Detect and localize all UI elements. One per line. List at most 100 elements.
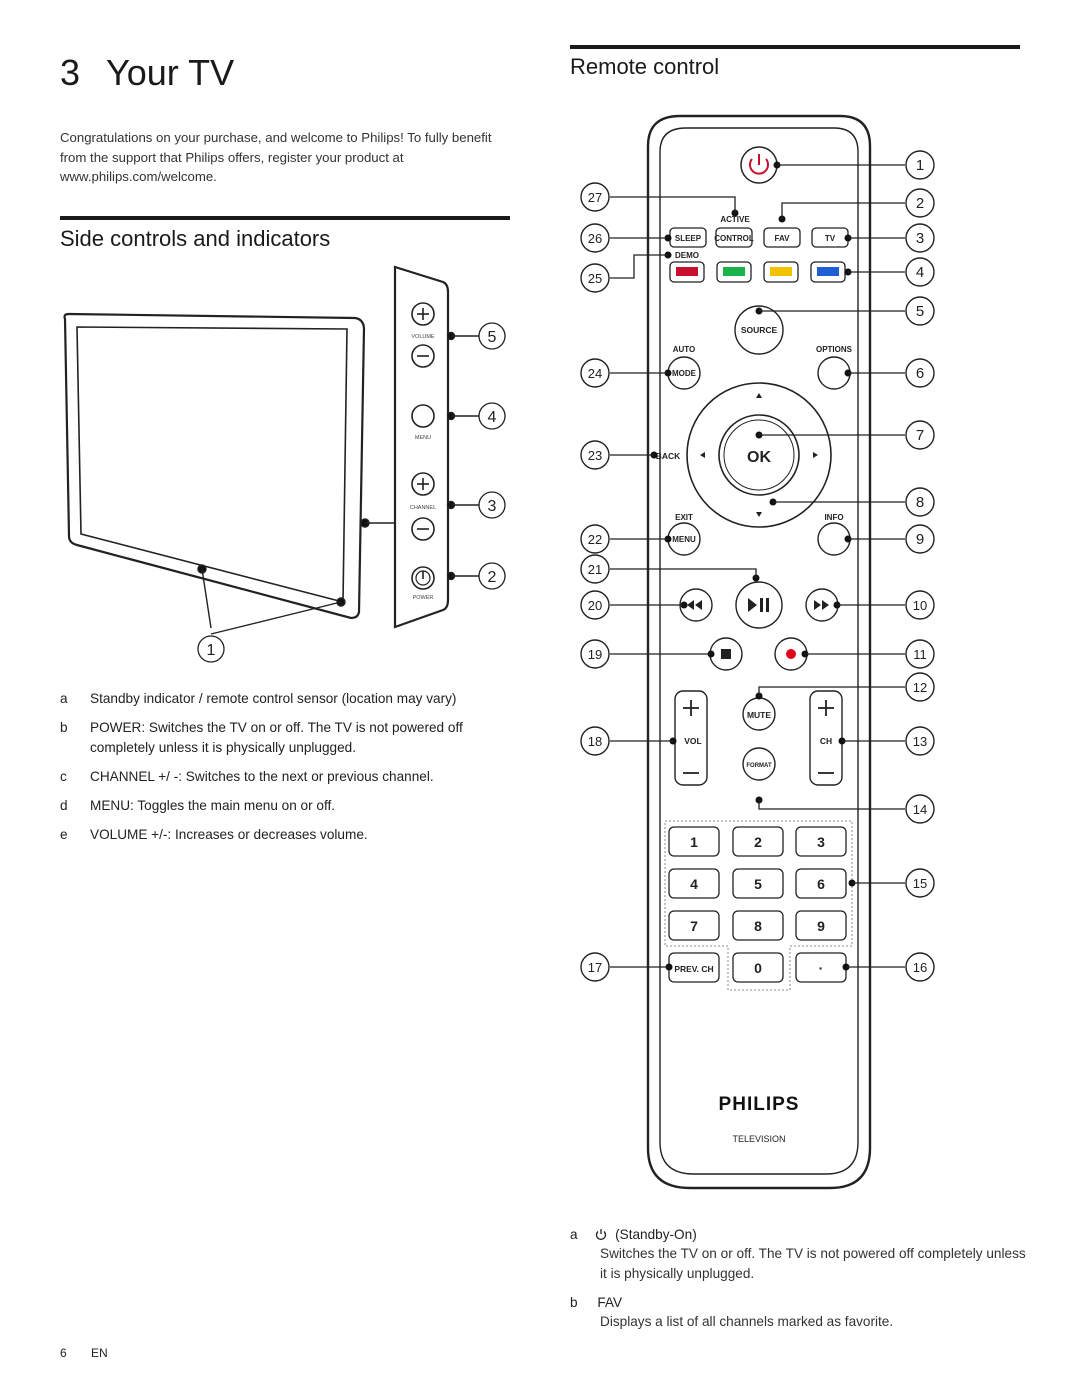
arrow-right-icon[interactable] [813,452,818,458]
digit-8-button[interactable] [732,910,784,941]
vol-rocker[interactable] [674,690,708,786]
digit-7-button[interactable] [668,910,720,941]
item-label: FAV [597,1295,623,1310]
callout-10: 10 [913,598,927,613]
callout-6: 6 [916,365,924,382]
digit-2: 2 [754,834,762,850]
format-button[interactable] [742,747,776,781]
item-text: VOLUME +/-: Increases or decreases volum… [90,827,368,842]
item-letter: a [60,691,68,706]
item-label: (Standby-On) [615,1227,697,1242]
callout-23: 23 [588,448,602,463]
mode-label: MODE [672,369,697,378]
callout-19: 19 [588,647,602,662]
play-pause-button[interactable] [735,581,783,629]
source-label: SOURCE [741,325,778,335]
fast-forward-icon [814,600,829,610]
item-text: CHANNEL +/ -: Switches to the next or pr… [90,769,434,784]
options-label: OPTIONS [816,345,853,354]
arrow-up-icon[interactable] [756,393,762,398]
section-rule [60,216,510,220]
side-item-b: b POWER: Switches the TV on or off. The … [60,718,520,758]
item-letter: b [570,1295,578,1310]
chapter-title: Your TV [106,52,235,93]
arrow-left-icon[interactable] [700,452,705,458]
power-icon [749,158,769,175]
dot-key: · [819,960,824,976]
record-icon [786,649,796,659]
demo-label: DEMO [675,251,699,260]
ok-label: OK [747,449,771,466]
remote-item-a: a (Standby-On) [570,1225,697,1245]
source-button[interactable] [734,305,784,355]
format-label: FORMAT [746,763,772,769]
philips-logo: PHILIPS [719,1094,800,1115]
rewind-icon [687,600,702,610]
side-item-a: a Standby indicator / remote control sen… [60,689,520,709]
callout-24: 24 [588,366,602,381]
callout-20: 20 [588,598,602,613]
digit-8: 8 [754,918,762,934]
info-label: INFO [824,513,843,522]
callout-3: 3 [916,230,924,247]
digit-5-button[interactable] [732,868,784,899]
item-text: Standby indicator / remote control senso… [90,691,457,706]
callout-15: 15 [913,876,927,891]
item-letter: e [60,827,68,842]
panel-label-channel: CHANNEL [410,505,436,511]
callout-22: 22 [588,532,602,547]
chapter-heading: 3 Your TV [60,52,234,94]
panel-label-volume: VOLUME [411,334,435,340]
item-text: MENU: Toggles the main menu on or off. [90,798,336,813]
callout-16: 16 [913,960,927,975]
item-letter: b [60,720,68,735]
mute-label: MUTE [747,710,771,720]
digit-6-button[interactable] [795,868,847,899]
remote-control-title: Remote control [570,54,720,79]
panel-label-power: POWER [413,595,434,601]
callout-5: 5 [916,303,924,320]
control-label: CONTROL [714,234,754,243]
television-label: TELEVISION [732,1134,785,1144]
vol-label: VOL [684,736,701,746]
digit-3-button[interactable] [795,826,847,857]
digit-2-button[interactable] [732,826,784,857]
callout-8: 8 [916,494,924,511]
callout-2: 2 [916,195,924,212]
digit-1-button[interactable] [668,826,720,857]
item-letter: c [60,769,67,784]
digit-9-button[interactable] [795,910,847,941]
digit-7: 7 [690,918,698,934]
auto-label: AUTO [673,345,696,354]
chapter-number: 3 [60,52,81,93]
page-number: 6 [60,1346,67,1360]
fav-button[interactable] [763,227,801,248]
callout-13: 13 [913,734,927,749]
callout-1: 1 [916,157,924,174]
sleep-label: SLEEP [675,234,702,243]
callout-14: 14 [913,802,927,817]
callout-27: 27 [588,190,602,205]
callout-7: 7 [916,427,924,444]
digit-5: 5 [754,876,762,892]
side-callout-1: 1 [207,642,216,659]
intro-text: Congratulations on your purchase, and we… [60,130,492,184]
callout-12: 12 [913,680,927,695]
section-rule [570,45,1020,49]
prev-ch-label: PREV. CH [674,964,713,974]
exit-label: EXIT [675,513,693,522]
side-callout-4: 4 [488,409,497,426]
tv-label: TV [825,234,836,243]
side-callout-3: 3 [488,498,497,515]
side-callout-5: 5 [488,329,497,346]
active-control-button[interactable] [715,227,753,248]
remote-item-b-desc: Displays a list of all channels marked a… [600,1314,894,1329]
stop-icon [721,649,731,659]
item-text: POWER: Switches the TV on or off. The TV… [90,720,463,755]
remote-diagram: ACTIVE SLEEP CONTROL FAV TV DEMO SOURCE … [580,114,935,1190]
digit-0-button[interactable] [732,952,784,983]
back-label[interactable]: BACK [656,451,681,461]
digit-4-button[interactable] [668,868,720,899]
ch-label: CH [820,736,832,746]
arrow-down-icon[interactable] [756,512,762,517]
